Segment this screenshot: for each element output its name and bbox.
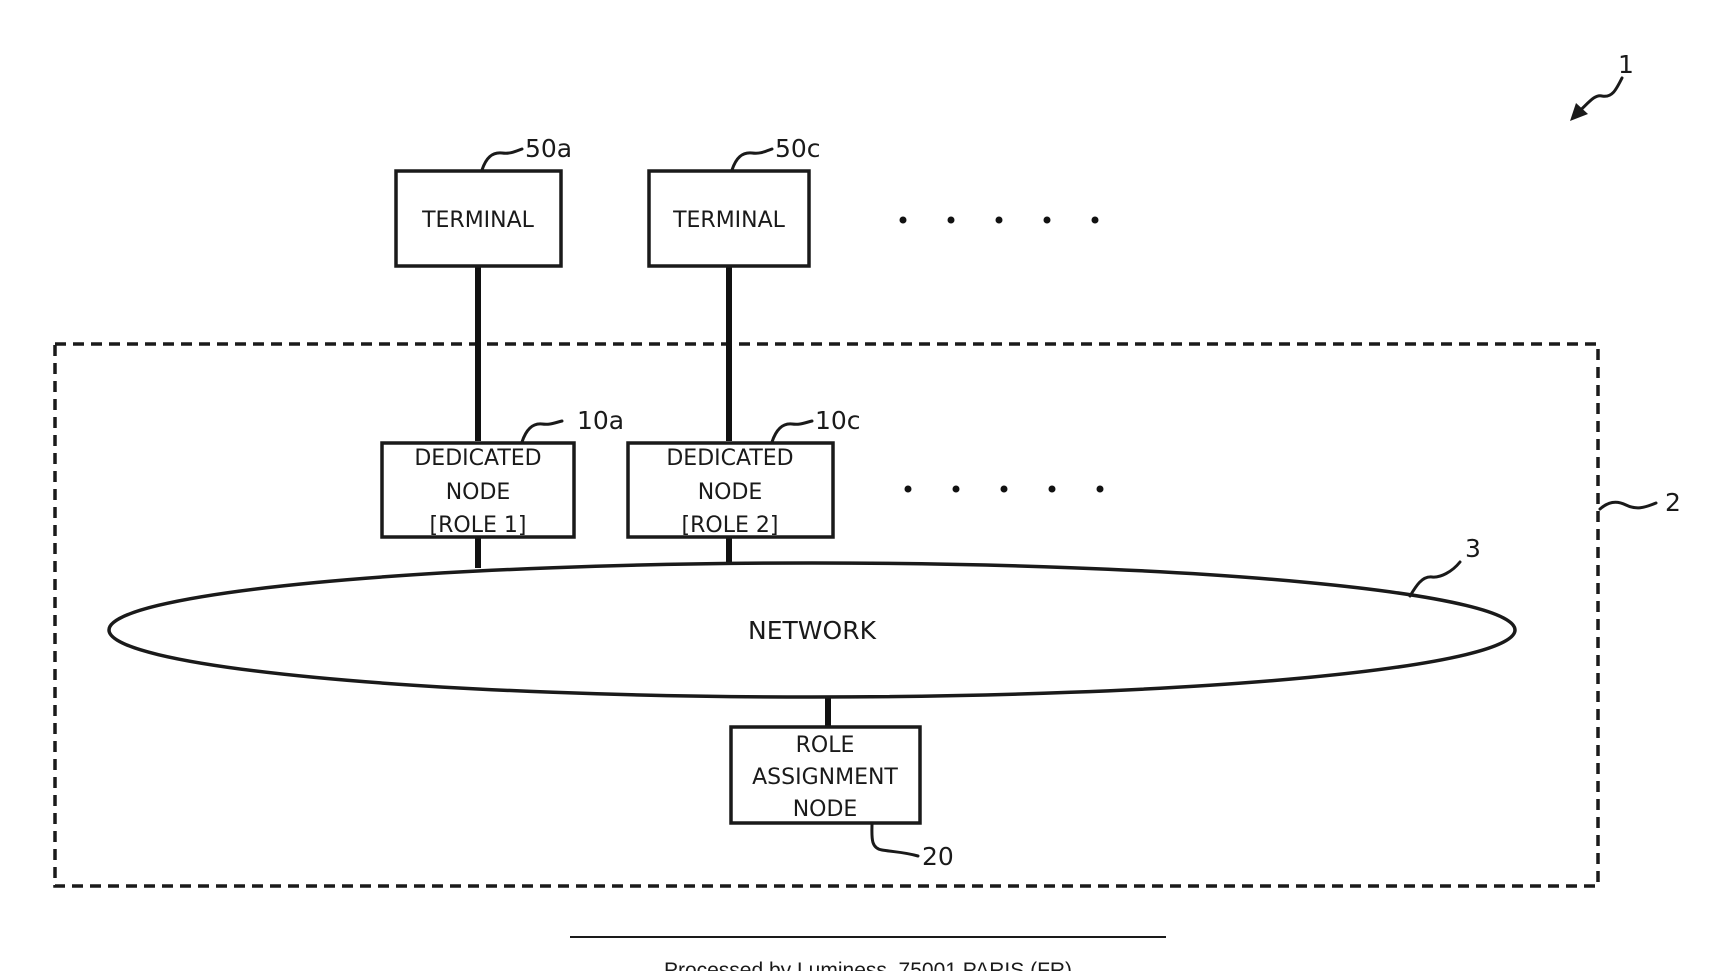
ref-10a: 10a [577, 406, 624, 435]
node-10c-line2: NODE [698, 480, 763, 505]
terminal-50a: TERMINAL [396, 171, 561, 266]
node-10a-line2: NODE [446, 480, 511, 505]
role-node-line2: ASSIGNMENT [752, 765, 898, 790]
node-10c-line3: [ROLE 2] [682, 513, 779, 538]
role-node-line1: ROLE [796, 733, 855, 758]
node-10a-line1: DEDICATED [414, 446, 541, 471]
node-10a-line3: [ROLE 1] [430, 513, 527, 538]
leader-20 [872, 823, 918, 856]
leader-10a [522, 421, 562, 442]
terminal-50c: TERMINAL [649, 171, 809, 266]
leader-50a [482, 149, 522, 170]
network-label: NETWORK [748, 616, 877, 645]
ref-20: 20 [922, 842, 954, 871]
node-10c-line1: DEDICATED [666, 446, 793, 471]
ref-1: 1 [1618, 50, 1634, 79]
ref-50c: 50c [775, 134, 821, 163]
terminal-50c-label: TERMINAL [672, 208, 786, 233]
leader-3 [1410, 562, 1460, 596]
ref-10c: 10c [815, 406, 861, 435]
leader-2 [1600, 502, 1656, 509]
terminal-50a-label: TERMINAL [421, 208, 535, 233]
role-assignment-node-20: ROLE ASSIGNMENT NODE [731, 727, 920, 823]
role-node-line3: NODE [793, 797, 858, 822]
leader-50c [732, 149, 772, 170]
footer-text: Processed by Luminess, 75001 PARIS (FR) [664, 959, 1072, 971]
ref-50a: 50a [525, 134, 572, 163]
ref-3: 3 [1465, 534, 1481, 563]
terminals-ellipsis [900, 217, 1099, 224]
dedicated-node-10a: DEDICATED NODE [ROLE 1] [382, 443, 574, 538]
leader-10c [772, 421, 812, 442]
nodes-ellipsis [905, 486, 1104, 493]
ref-2: 2 [1665, 488, 1681, 517]
dedicated-node-10c: DEDICATED NODE [ROLE 2] [628, 443, 833, 538]
